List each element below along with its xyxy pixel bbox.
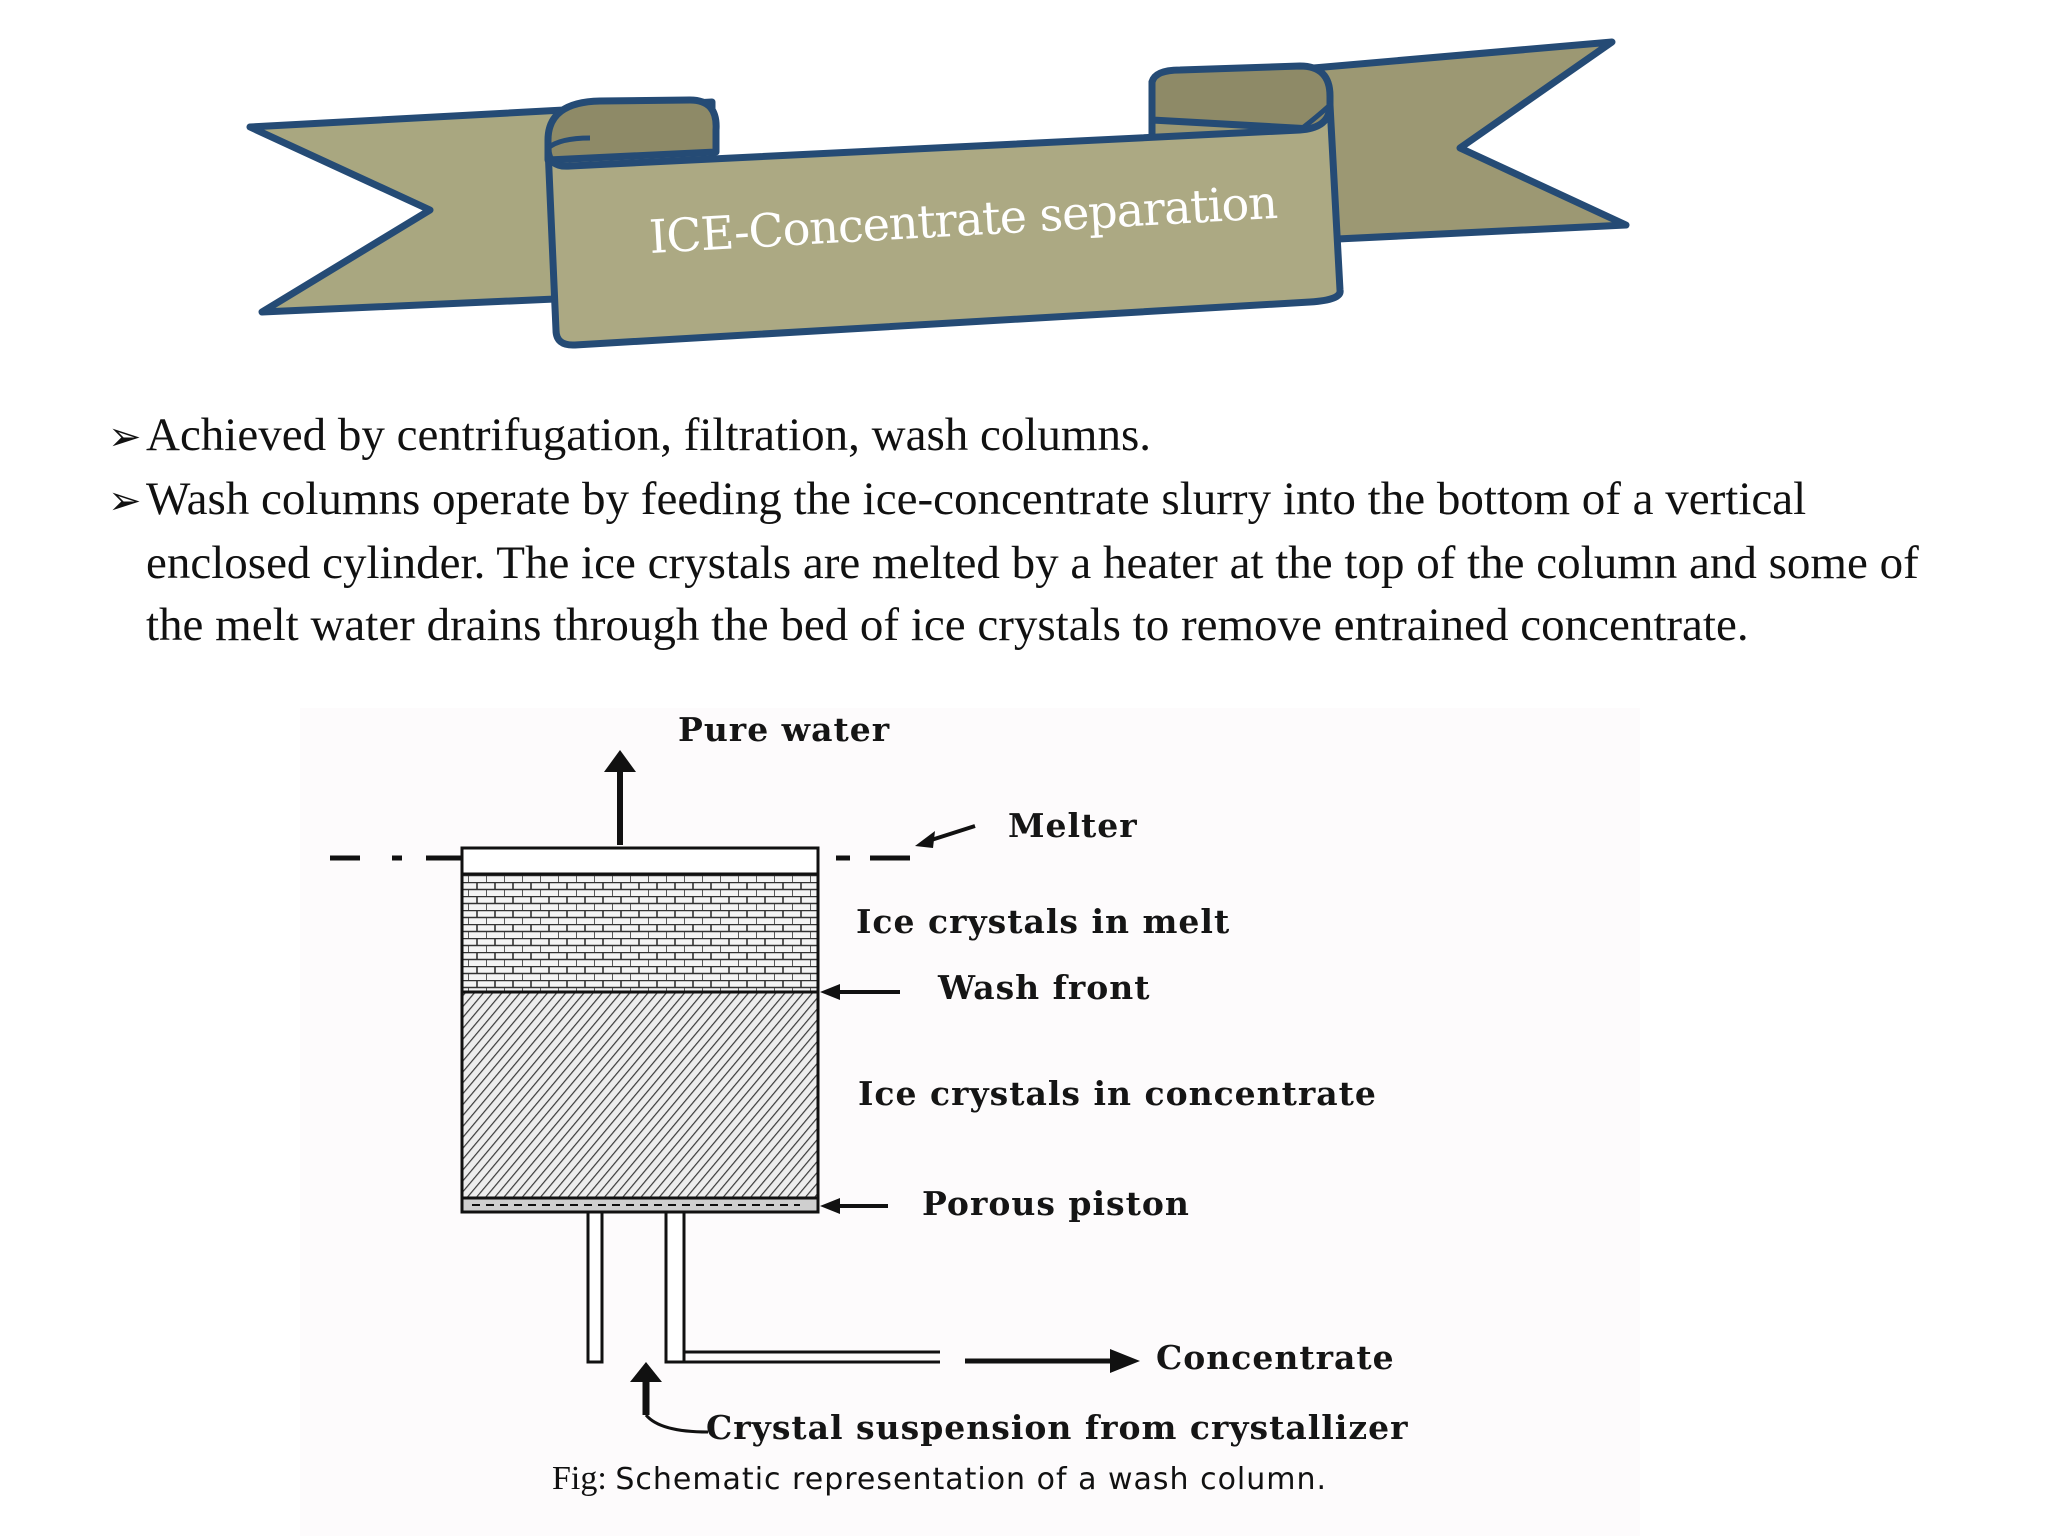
ice-in-melt-zone xyxy=(460,872,820,994)
label-ice-crystals-in-melt: Ice crystals in melt xyxy=(856,902,1231,941)
bullet-text: Achieved by centrifugation, filtration, … xyxy=(146,409,1152,461)
arrow-bullet-icon: ➢ xyxy=(108,478,142,523)
banner-right-fold xyxy=(1148,62,1334,134)
concentrate-pipe xyxy=(664,1210,686,1364)
bullet-list: ➢Achieved by centrifugation, filtration,… xyxy=(108,404,1928,656)
bullet-item: ➢Achieved by centrifugation, filtration,… xyxy=(108,404,1928,468)
caption-prefix: Fig: xyxy=(552,1460,607,1497)
label-pure-water: Pure water xyxy=(678,710,891,749)
label-crystal-suspension: Crystal suspension from crystallizer xyxy=(706,1408,1409,1447)
label-porous-piston: Porous piston xyxy=(922,1184,1190,1223)
caption-text: Schematic representation of a wash colum… xyxy=(615,1462,1328,1497)
label-wash-front: Wash front xyxy=(938,968,1151,1007)
title-banner xyxy=(246,38,1630,349)
ice-in-concentrate-zone xyxy=(460,990,820,1204)
label-concentrate: Concentrate xyxy=(1156,1338,1395,1377)
bullet-item: ➢Wash columns operate by feeding the ice… xyxy=(108,468,1928,656)
arrow-bullet-icon: ➢ xyxy=(108,414,142,459)
banner-left-fold xyxy=(544,96,720,164)
figure-caption: Fig: Schematic representation of a wash … xyxy=(552,1460,1327,1498)
wash-column-diagram xyxy=(300,708,1640,1536)
banner-band xyxy=(544,101,1344,349)
label-melter: Melter xyxy=(1008,806,1138,845)
feed-pipe xyxy=(586,1210,604,1364)
column-top-melt-zone xyxy=(460,846,820,876)
bullet-text: Wash columns operate by feeding the ice-… xyxy=(146,473,1919,651)
label-ice-crystals-in-concentrate: Ice crystals in concentrate xyxy=(858,1074,1377,1113)
